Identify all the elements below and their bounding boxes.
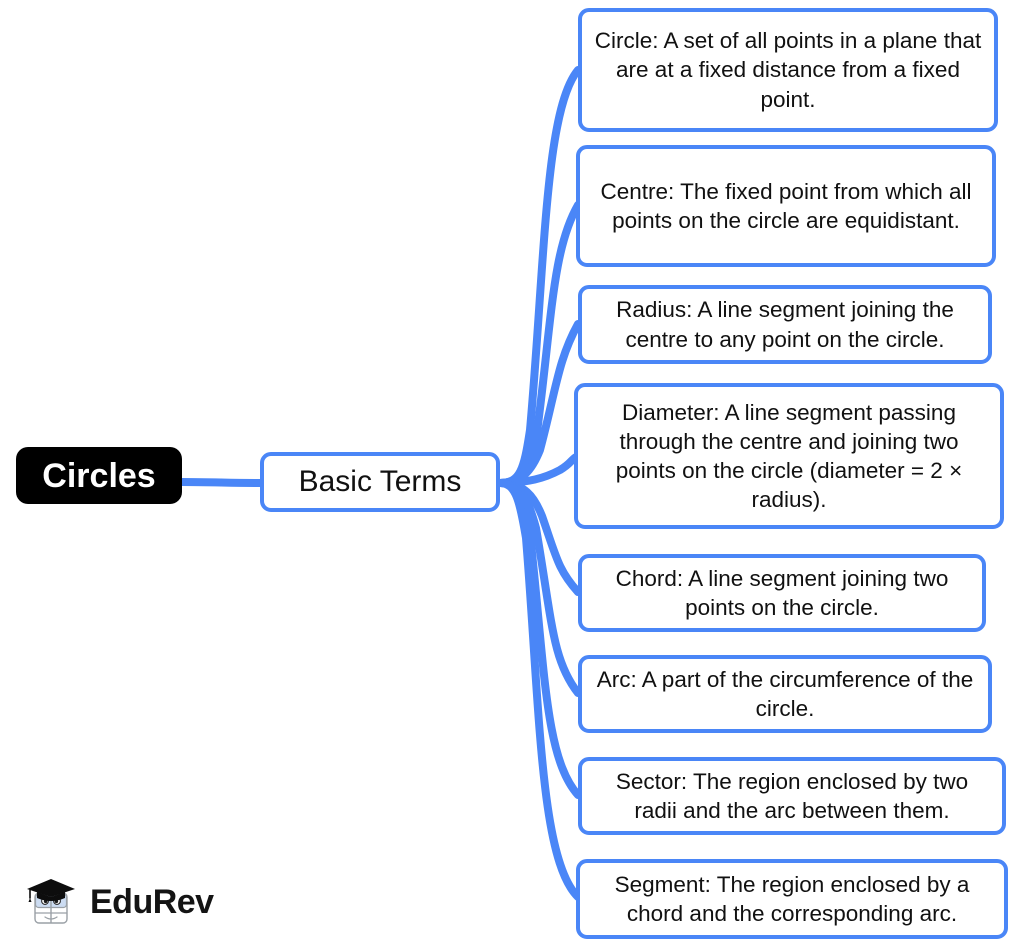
branch-node-basic-terms[interactable]: Basic Terms — [260, 452, 500, 512]
leaf-node-label: Arc: A part of the circumference of the … — [596, 666, 974, 721]
brand-logo: EduRev — [22, 872, 214, 932]
leaf-node-label: Centre: The fixed point from which all p… — [600, 178, 972, 233]
leaf-node-chord[interactable]: Chord: A line segment joining two points… — [578, 554, 986, 632]
connector-branch-to-leaf-7 — [496, 479, 582, 799]
leaf-node-arc[interactable]: Arc: A part of the circumference of the … — [578, 655, 992, 733]
brand-name-label: EduRev — [90, 883, 214, 921]
leaf-node-radius[interactable]: Radius: A line segment joining the centr… — [578, 285, 992, 364]
root-node-circles[interactable]: Circles — [16, 447, 182, 504]
connector-branch-to-leaf-4 — [496, 452, 582, 487]
leaf-node-label: Radius: A line segment joining the centr… — [616, 297, 954, 352]
leaf-node-diameter[interactable]: Diameter: A line segment passing through… — [574, 383, 1004, 529]
connector-branch-to-leaf-8 — [496, 479, 582, 901]
connector-branch-to-leaf-3 — [496, 320, 582, 487]
edurev-mascot-icon — [27, 879, 75, 924]
leaf-node-centre[interactable]: Centre: The fixed point from which all p… — [576, 145, 996, 267]
leaf-node-label: Segment: The region enclosed by a chord … — [614, 871, 970, 926]
branch-node-label: Basic Terms — [298, 465, 462, 498]
leaf-node-segment[interactable]: Segment: The region enclosed by a chord … — [576, 859, 1008, 939]
leaf-node-label: Diameter: A line segment passing through… — [615, 399, 963, 513]
leaf-node-circle[interactable]: Circle: A set of all points in a plane t… — [578, 8, 998, 132]
leaf-node-label: Sector: The region enclosed by two radii… — [615, 768, 969, 823]
root-node-label: Circles — [42, 456, 156, 495]
connector-branch-to-leaf-2 — [496, 201, 582, 487]
leaf-node-sector[interactable]: Sector: The region enclosed by two radii… — [578, 757, 1006, 835]
leaf-node-label: Chord: A line segment joining two points… — [615, 565, 949, 620]
connector-branch-to-leaf-5 — [496, 479, 582, 596]
connector-branch-to-leaf-1 — [496, 66, 582, 487]
leaf-node-label: Circle: A set of all points in a plane t… — [594, 28, 982, 112]
connector-branch-to-leaf-6 — [496, 479, 582, 697]
connector-root-to-branch — [178, 478, 264, 487]
